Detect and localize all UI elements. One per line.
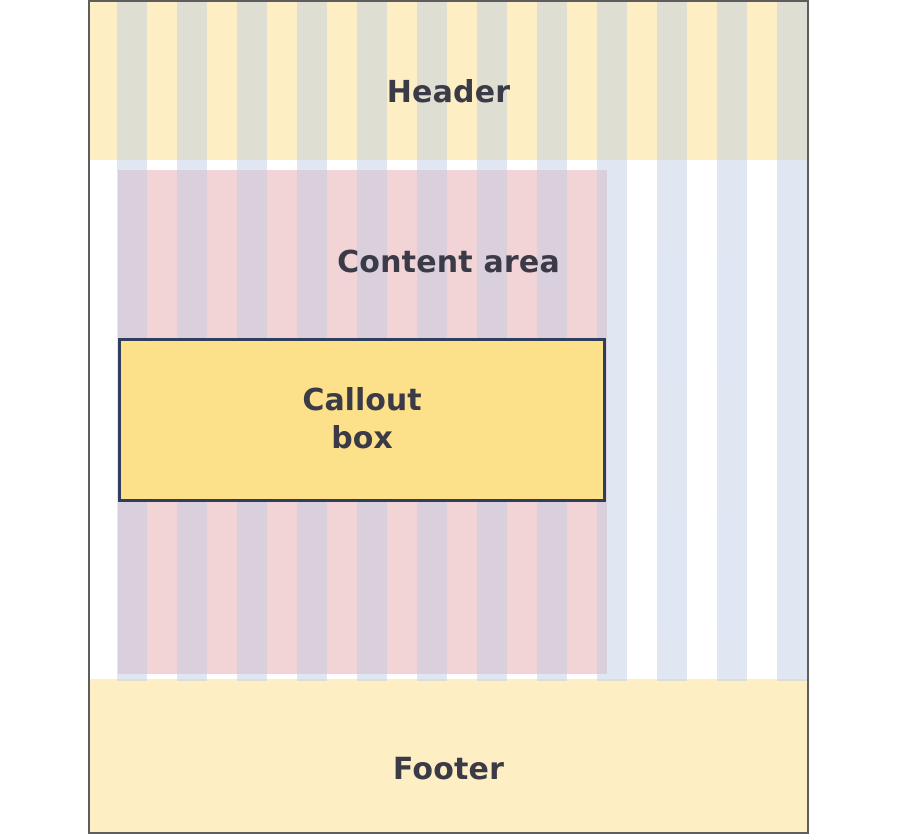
footer-label: Footer <box>392 752 505 787</box>
content-area-label: Content area <box>337 245 560 280</box>
header-region-background <box>90 2 807 160</box>
layout-frame: Header Content area Callout box Footer <box>88 0 809 834</box>
header-label: Header <box>386 75 511 110</box>
callout-box-label: Callout box <box>302 382 422 456</box>
footer-region-background <box>90 679 807 832</box>
callout-box: Callout box <box>118 338 606 502</box>
